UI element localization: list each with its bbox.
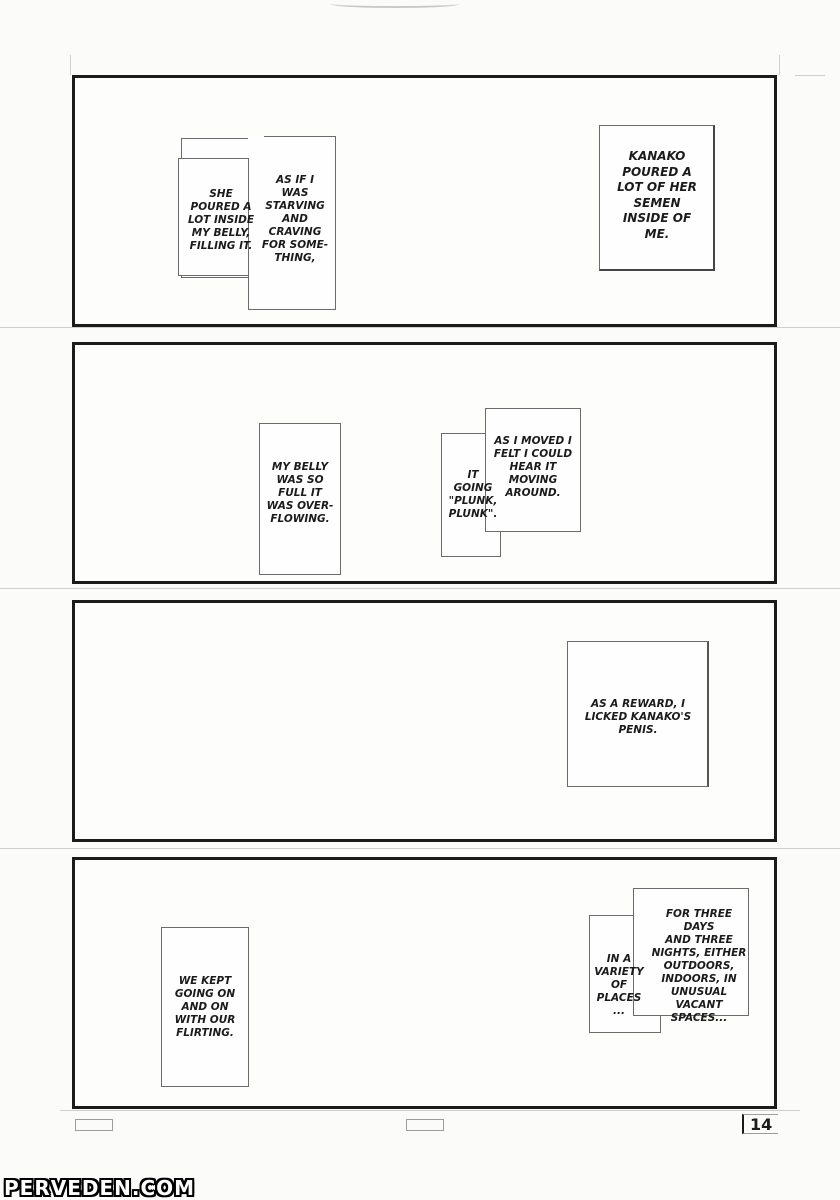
caption-text: IN A VARIETY OF PLACES ...	[594, 953, 644, 1017]
caption-box-right	[248, 136, 336, 310]
guide-line	[779, 55, 780, 75]
binding-shadow	[330, 0, 460, 8]
panel-1: SHE POURED A LOT INSIDE MY BELLY, FILLIN…	[72, 75, 777, 327]
caption-box-left	[178, 158, 260, 276]
caption-text: WE KEPT GOING ON AND ON WITH OUR FLIRTIN…	[174, 975, 236, 1039]
caption-text: KANAKO POURED A LOT OF HER SEMEN INSIDE …	[617, 149, 697, 241]
caption-box-join	[248, 136, 264, 158]
site-watermark: PERVEDEN.COM	[4, 1176, 196, 1200]
guide-line	[60, 1110, 800, 1111]
page-number: 14	[742, 1114, 778, 1134]
caption-text: SHE POURED A LOT INSIDE MY BELLY, FILLIN…	[187, 188, 255, 252]
caption-box-right	[633, 888, 749, 1016]
guide-line	[70, 55, 71, 75]
caption-text: AS IF I WAS STARVING AND CRAVING FOR SOM…	[261, 174, 329, 264]
caption-box	[599, 125, 715, 271]
caption-box-right	[485, 408, 581, 532]
footer-mark	[75, 1119, 113, 1131]
guide-line	[0, 588, 840, 589]
guide-line	[795, 75, 825, 76]
caption-text: IT GOING "PLUNK, PLUNK".	[448, 469, 498, 520]
caption-text: FOR THREE DAYS AND THREE NIGHTS, EITHER …	[651, 908, 747, 1024]
caption-box	[259, 423, 341, 575]
footer-mark	[406, 1119, 444, 1131]
panel-4: WE KEPT GOING ON AND ON WITH OUR FLIRTIN…	[72, 857, 777, 1109]
caption-text: AS A REWARD, I LICKED KANAKO'S PENIS.	[584, 698, 692, 736]
guide-line	[0, 327, 840, 328]
caption-group	[178, 136, 336, 310]
caption-text: AS I MOVED I FELT I COULD HEAR IT MOVING…	[493, 435, 573, 499]
panel-3: AS A REWARD, I LICKED KANAKO'S PENIS.	[72, 600, 777, 842]
caption-text: MY BELLY WAS SO FULL IT WAS OVER- FLOWIN…	[266, 461, 334, 525]
guide-line	[0, 848, 840, 849]
panel-2: MY BELLY WAS SO FULL IT WAS OVER- FLOWIN…	[72, 342, 777, 584]
caption-box	[567, 641, 709, 787]
caption-box	[161, 927, 249, 1087]
